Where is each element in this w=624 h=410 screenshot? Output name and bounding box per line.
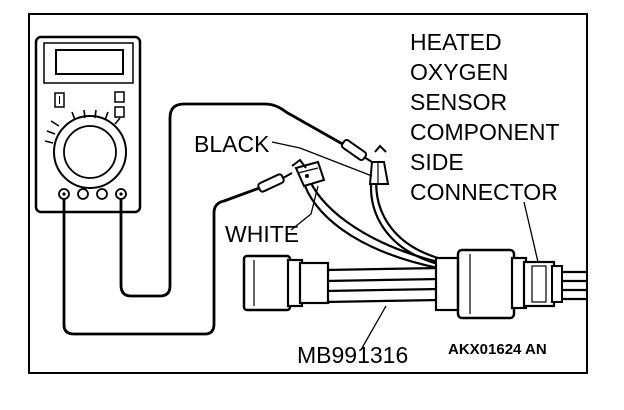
white-alligator-clip xyxy=(291,158,326,188)
sensor-label-line3: SENSOR xyxy=(410,89,507,115)
leader-lines xyxy=(271,141,539,349)
black-alligator-clip xyxy=(368,144,390,185)
diagram-frame xyxy=(28,13,588,374)
sensor-connector-leader xyxy=(523,201,539,263)
multimeter-button-right-bottom xyxy=(114,106,125,118)
black-test-lead xyxy=(119,102,347,298)
white-probe xyxy=(257,172,293,193)
tool-connector-left xyxy=(242,254,330,312)
sensor-side-connector xyxy=(522,260,563,308)
black-leader xyxy=(271,141,373,177)
black-probe xyxy=(340,139,373,163)
multimeter-display xyxy=(55,49,124,75)
figure-code: AKX01624 AN xyxy=(448,341,547,358)
sensor-label-line4: COMPONENT xyxy=(410,119,560,145)
sensor-label-line2: OXYGEN xyxy=(410,59,508,85)
sensor-label-line5: SIDE xyxy=(410,149,464,175)
tool-connector-center xyxy=(434,248,528,320)
white-test-lead xyxy=(62,184,266,336)
white-leader xyxy=(290,185,319,231)
sensor-harness xyxy=(562,270,587,301)
multimeter-dial-inner xyxy=(63,125,117,179)
sensor-label-line1: HEATED xyxy=(410,29,502,55)
tool-leader xyxy=(361,305,387,349)
terminal-3 xyxy=(96,188,108,200)
sensor-label-line6: CONNECTOR xyxy=(410,179,558,205)
multimeter-button-left xyxy=(54,92,65,108)
tool-label: MB991316 xyxy=(297,342,408,368)
harness-cable xyxy=(324,266,441,304)
black-label: BLACK xyxy=(194,131,270,157)
multimeter xyxy=(34,35,142,214)
terminal-2 xyxy=(77,188,89,200)
multimeter-inner-panel xyxy=(43,42,134,84)
white-label: WHITE xyxy=(225,221,299,247)
jumper-wires xyxy=(301,171,439,270)
multimeter-button-right-top xyxy=(114,91,125,103)
